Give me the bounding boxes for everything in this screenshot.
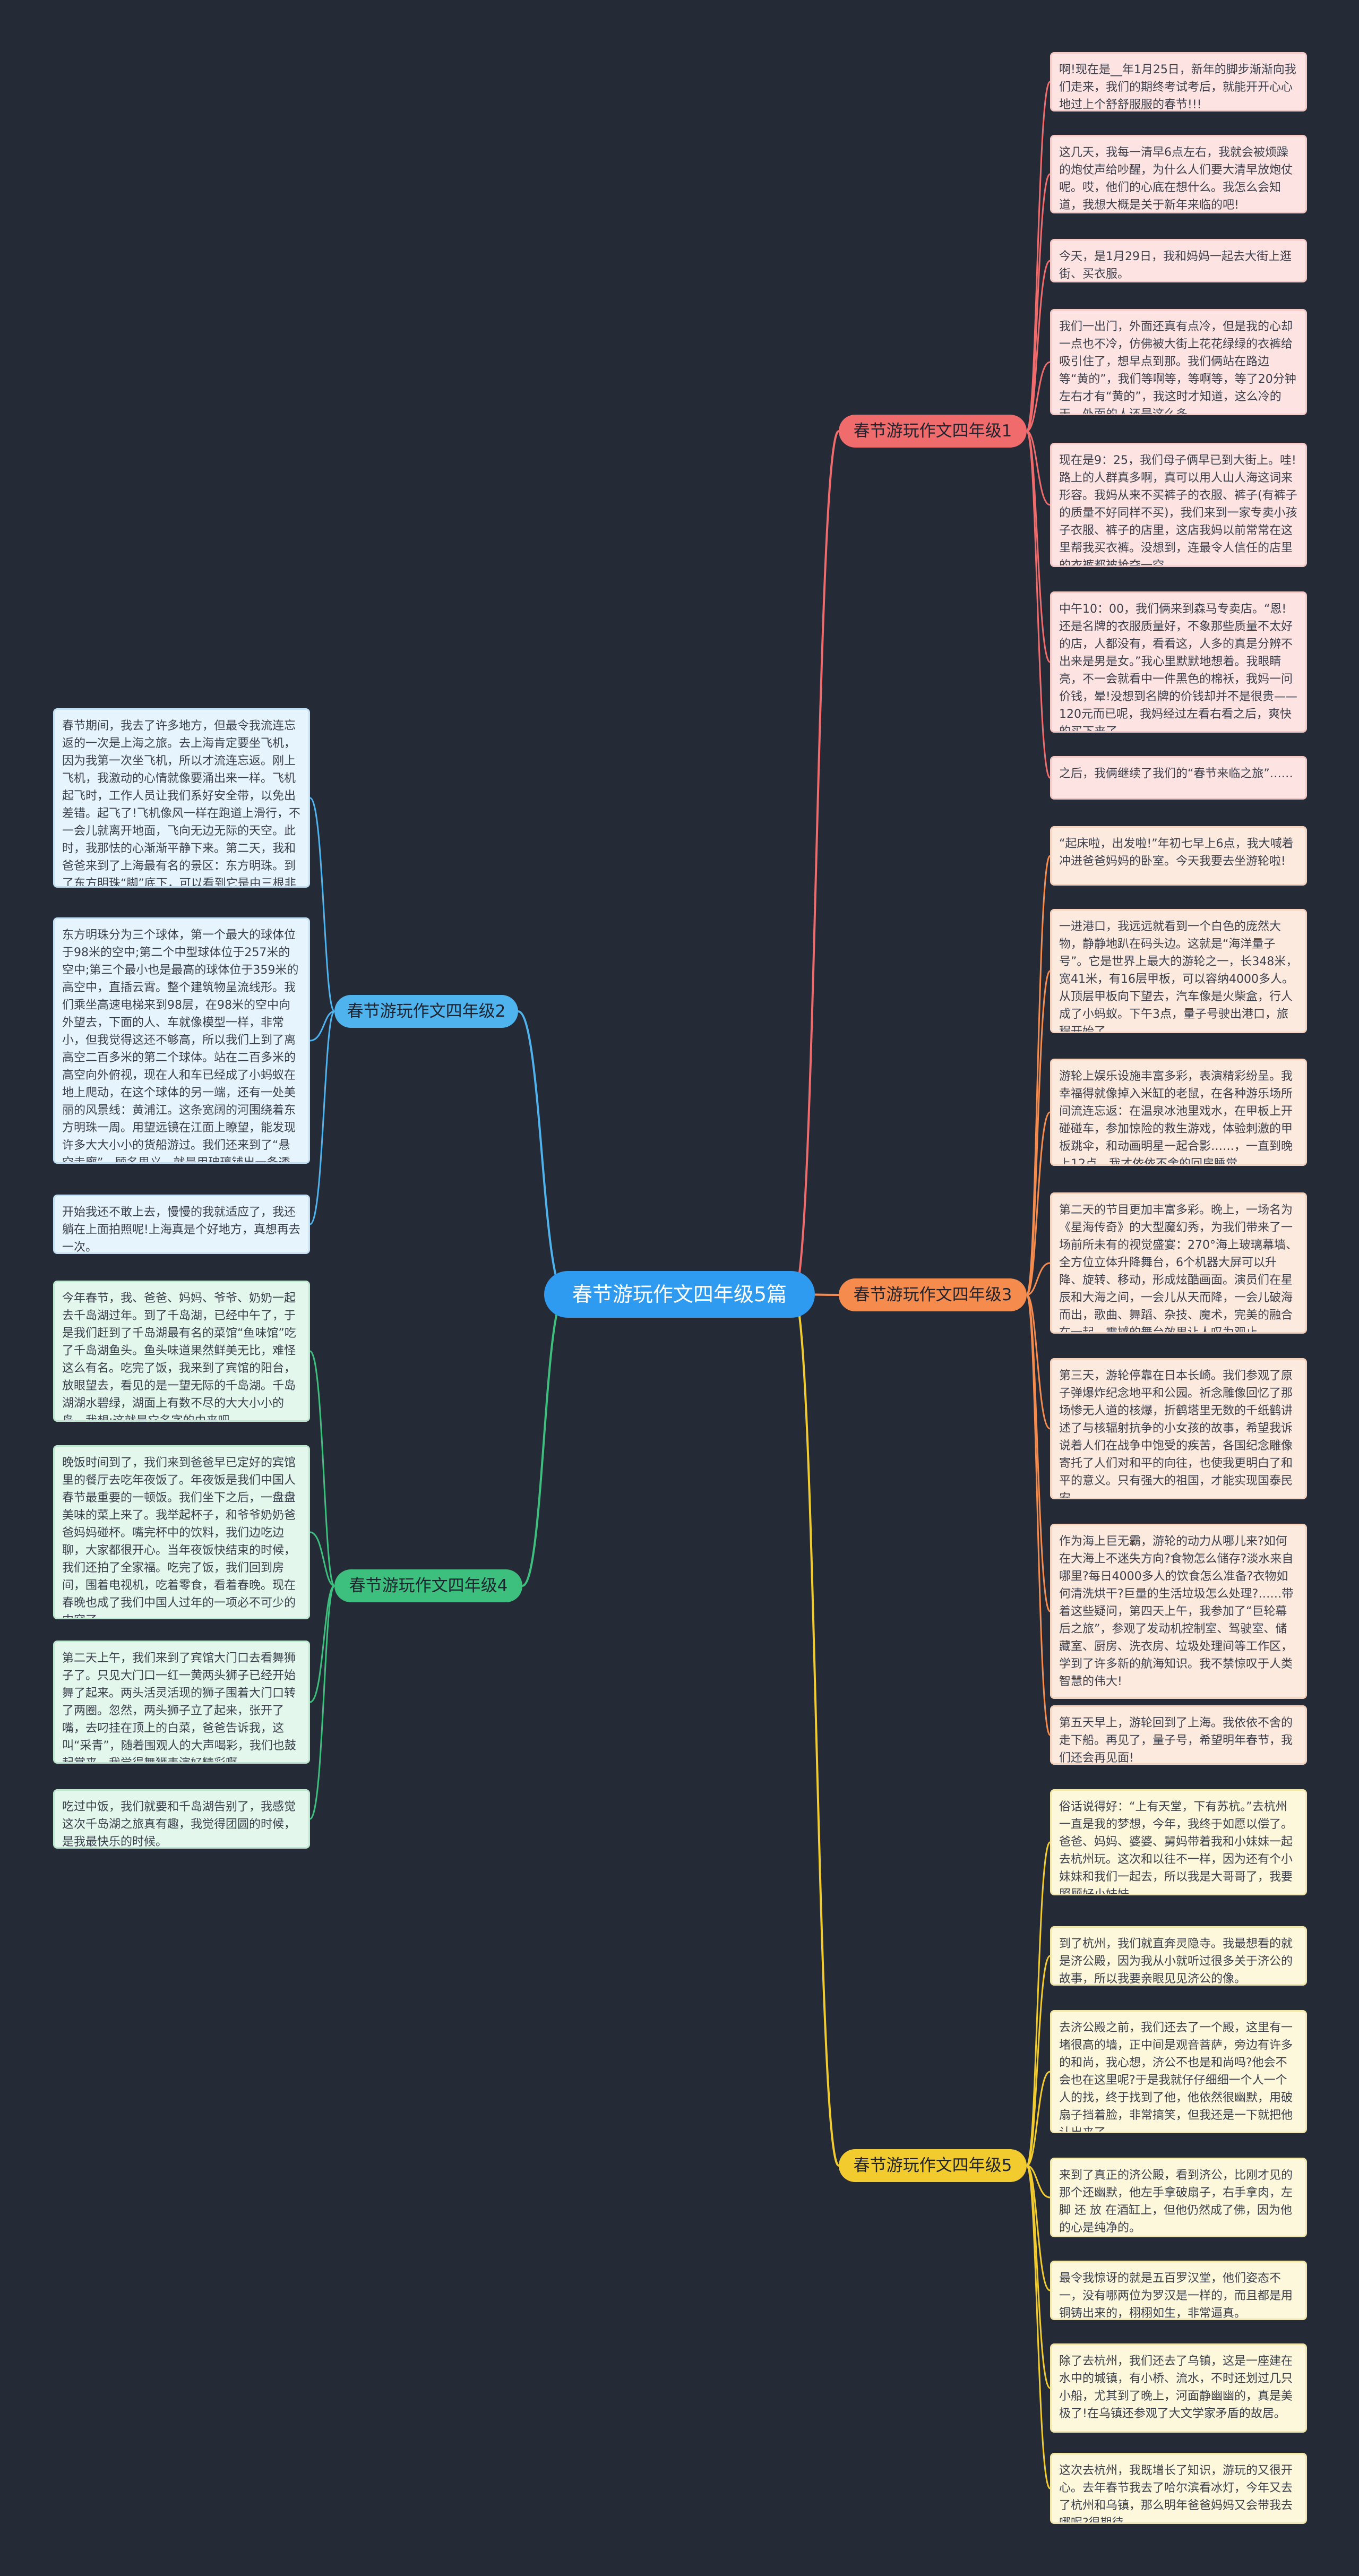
leaf-1-7: 之后，我俩继续了我们的“春节来临之旅”…… — [1050, 756, 1307, 800]
branch-node-2[interactable]: 春节游玩作文四年级2 — [334, 995, 518, 1028]
leaf-1-6: 中午10：00，我们俩来到森马专卖店。“恩!还是名牌的衣服质量好，不象那些质量不… — [1050, 591, 1307, 733]
leaf-link-1-4 — [1026, 361, 1051, 432]
leaf-link-2-3 — [309, 1010, 336, 1225]
branch-node-1[interactable]: 春节游玩作文四年级1 — [839, 415, 1027, 448]
leaf-link-1-7 — [1026, 430, 1051, 779]
leaf-3-1: “起床啦，出发啦!”年初七早上6点，我大喊着冲进爸爸妈妈的卧室。今天我要去坐游轮… — [1050, 826, 1307, 886]
leaf-5-7: 这次去杭州，我既增长了知识，游玩的又很开心。去年春节我去了哈尔滨看冰灯，今年又去… — [1050, 2453, 1307, 2524]
leaf-5-3: 去济公殿之前，我们还去了一个殿，这里有一堵很高的墙，正中间是观音菩萨，旁边有许多… — [1050, 2010, 1307, 2133]
leaf-link-4-1 — [309, 1350, 336, 1587]
leaf-3-5: 第三天，游轮停靠在日本长崎。我们参观了原子弹爆炸纪念地平和公园。祈念雕像回忆了那… — [1050, 1358, 1307, 1499]
leaf-1-2: 这几天，我每一清早6点左右，我就会被烦躁的炮仗声给吵醒，为什么人们要大清早放炮仗… — [1050, 135, 1307, 213]
root-link-2 — [518, 1010, 566, 1295]
leaf-link-3-5 — [1026, 1294, 1051, 1430]
leaf-1-1: 啊!现在是__年1月25日，新年的脚步渐渐向我们走来，我们的期终考试考后，就能开… — [1050, 52, 1307, 111]
leaf-5-2: 到了杭州，我们就直奔灵隐寺。我最想看的就是济公殿，因为我从小就听过很多关于济公的… — [1050, 1926, 1307, 1986]
leaf-5-4: 来到了真正的济公殿，看到济公，比刚才见的那个还幽默，他左手拿破扇子，右手拿肉，左… — [1050, 2158, 1307, 2237]
leaf-link-5-4 — [1026, 2165, 1051, 2199]
leaf-1-4: 我们一出门，外面还真有点冷，但是我的心却一点也不冷，仿佛被大街上花花绿绿的衣裤给… — [1050, 309, 1307, 415]
leaf-link-1-5 — [1026, 430, 1051, 506]
leaf-4-2: 晚饭时间到了，我们来到爸爸早已定好的宾馆里的餐厅去吃年夜饭了。年夜饭是我们中国人… — [53, 1445, 310, 1619]
leaf-3-4: 第二天的节目更加丰富多彩。晚上，一场名为《星海传奇》的大型魔幻秀，为我们带来了一… — [1050, 1192, 1307, 1334]
leaf-link-4-4 — [309, 1585, 336, 1820]
leaf-2-2: 东方明珠分为三个球体，第一个最大的球体位于98米的空中;第二个中型球体位于257… — [53, 917, 310, 1164]
leaf-1-5: 现在是9：25，我们母子俩早已到大街上。哇!路上的人群真多啊，真可以用人山人海这… — [1050, 443, 1307, 567]
leaf-5-6: 除了去杭州，我们还去了乌镇，这是一座建在水中的城镇，有小桥、流水，不时还划过几只… — [1050, 2343, 1307, 2433]
leaf-link-2-1 — [309, 797, 336, 1012]
leaf-link-5-5 — [1026, 2165, 1051, 2291]
leaf-link-3-1 — [1026, 855, 1051, 1296]
leaf-1-3: 今天，是1月29日，我和妈妈一起去大街上逛街、买衣服。 — [1050, 239, 1307, 282]
leaf-link-2-2 — [309, 1010, 335, 1042]
leaf-5-1: 俗话说得好：“上有天堂，下有苏杭。”去杭州一直是我的梦想，今年，我终于如愿以偿了… — [1050, 1789, 1307, 1895]
leaf-link-4-2 — [309, 1531, 335, 1587]
leaf-4-3: 第二天上午，我们来到了宾馆大门口去看舞狮子了。只见大门口一红一黄两头狮子已经开始… — [53, 1641, 310, 1764]
leaf-link-3-7 — [1026, 1294, 1051, 1736]
leaf-2-1: 春节期间，我去了许多地方，但最令我流连忘返的一次是上海之旅。去上海肯定要坐飞机，… — [53, 708, 310, 888]
root-node[interactable]: 春节游玩作文四年级5篇 — [544, 1271, 815, 1318]
branch-node-5[interactable]: 春节游玩作文四年级5 — [839, 2149, 1027, 2182]
branch-node-3[interactable]: 春节游玩作文四年级3 — [839, 1278, 1027, 1311]
leaf-link-5-3 — [1026, 2071, 1051, 2167]
leaf-3-3: 游轮上娱乐设施丰富多彩，表演精彩纷呈。我幸福得就像掉入米缸的老鼠，在各种游乐场所… — [1050, 1059, 1307, 1166]
root-link-1 — [793, 430, 840, 1295]
leaf-link-1-1 — [1026, 81, 1051, 432]
leaf-link-4-3 — [309, 1585, 335, 1703]
leaf-4-1: 今年春节，我、爸爸、妈妈、爷爷、奶奶一起去千岛湖过年。到了千岛湖，已经中午了，于… — [53, 1281, 310, 1422]
leaf-3-2: 一进港口，我远远就看到一个白色的庞然大物，静静地趴在码头边。这就是“海洋量子号”… — [1050, 909, 1307, 1033]
leaf-5-5: 最令我惊讶的就是五百罗汉堂，他们姿态不一，没有哪两位为罗汉是一样的，而且都是用铜… — [1050, 2261, 1307, 2320]
root-link-4 — [522, 1293, 566, 1587]
leaf-link-5-1 — [1026, 1841, 1051, 2167]
leaf-link-5-7 — [1026, 2165, 1051, 2489]
leaf-link-1-3 — [1026, 260, 1051, 432]
leaf-4-4: 吃过中饭，我们就要和千岛湖告别了，我感觉这次千岛湖之旅真有趣，我觉得团圆的时候，… — [53, 1789, 310, 1849]
root-link-5 — [793, 1293, 840, 2167]
leaf-link-5-2 — [1026, 1955, 1051, 2167]
leaf-link-3-2 — [1026, 970, 1051, 1296]
leaf-2-3: 开始我还不敢上去，慢慢的我就适应了，我还躺在上面拍照呢!上海真是个好地方，真想再… — [53, 1195, 310, 1254]
branch-node-4[interactable]: 春节游玩作文四年级4 — [334, 1569, 522, 1602]
leaf-link-3-3 — [1026, 1111, 1051, 1296]
leaf-link-3-4 — [1026, 1262, 1051, 1296]
leaf-3-7: 第五天早上，游轮回到了上海。我依依不舍的走下船。再见了，量子号，希望明年春节，我… — [1050, 1705, 1307, 1765]
leaf-link-1-2 — [1026, 173, 1051, 432]
leaf-3-6: 作为海上巨无霸，游轮的动力从哪儿来?如何在大海上不迷失方向?食物怎么储存?淡水来… — [1050, 1524, 1307, 1699]
